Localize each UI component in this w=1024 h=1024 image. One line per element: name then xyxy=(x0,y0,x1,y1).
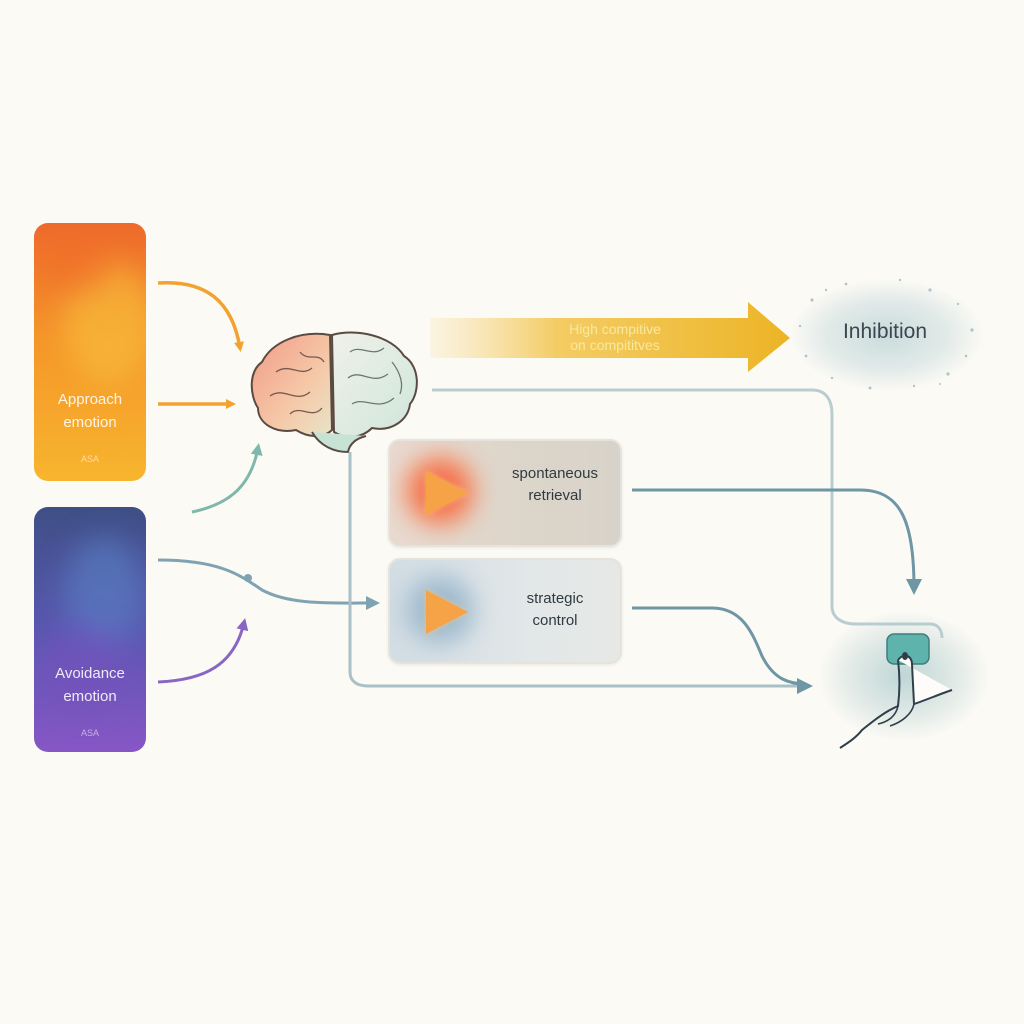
brain-to-right-connector xyxy=(432,388,944,639)
strategic-to-response-arrow xyxy=(632,606,807,686)
approach-arrow-teal xyxy=(191,443,263,514)
hand-press-button-icon xyxy=(839,633,953,749)
spontaneous-to-response-arrow xyxy=(632,488,922,595)
spontaneous-retrieval-label: spontaneous retrieval xyxy=(512,465,598,504)
inhibition-label: Inhibition xyxy=(842,320,928,343)
avoidance-arrow-node xyxy=(244,574,252,582)
competition-band-label: High compitive on compititves xyxy=(569,321,661,353)
brain-to-response-connector xyxy=(348,452,813,694)
competition-band-arrow xyxy=(430,302,790,372)
approach-emotion-label: Approach emotion xyxy=(57,391,123,431)
brain-icon xyxy=(250,331,418,454)
inhibition-cloud xyxy=(792,280,982,390)
strategic-control-label: strategic control xyxy=(526,590,584,629)
avoidance-emotion-sub: ASA xyxy=(80,728,99,738)
approach-emotion-card: Approach emotion ASA xyxy=(34,223,146,481)
strategic-control-box: strategic control xyxy=(388,558,622,664)
avoidance-arrow-purple xyxy=(157,618,249,684)
inhibition-speckles xyxy=(798,278,974,390)
approach-emotion-sub: ASA xyxy=(80,454,99,464)
approach-arrow-curve xyxy=(157,280,244,352)
spontaneous-retrieval-box: spontaneous retrieval xyxy=(388,439,622,547)
avoidance-emotion-card: Avoidance emotion ASA xyxy=(34,507,146,752)
avoidance-arrow-to-strategic xyxy=(157,558,380,611)
play-icon xyxy=(426,590,468,634)
avoidance-emotion-label: Avoidance emotion xyxy=(55,665,125,705)
play-icon xyxy=(426,471,468,515)
